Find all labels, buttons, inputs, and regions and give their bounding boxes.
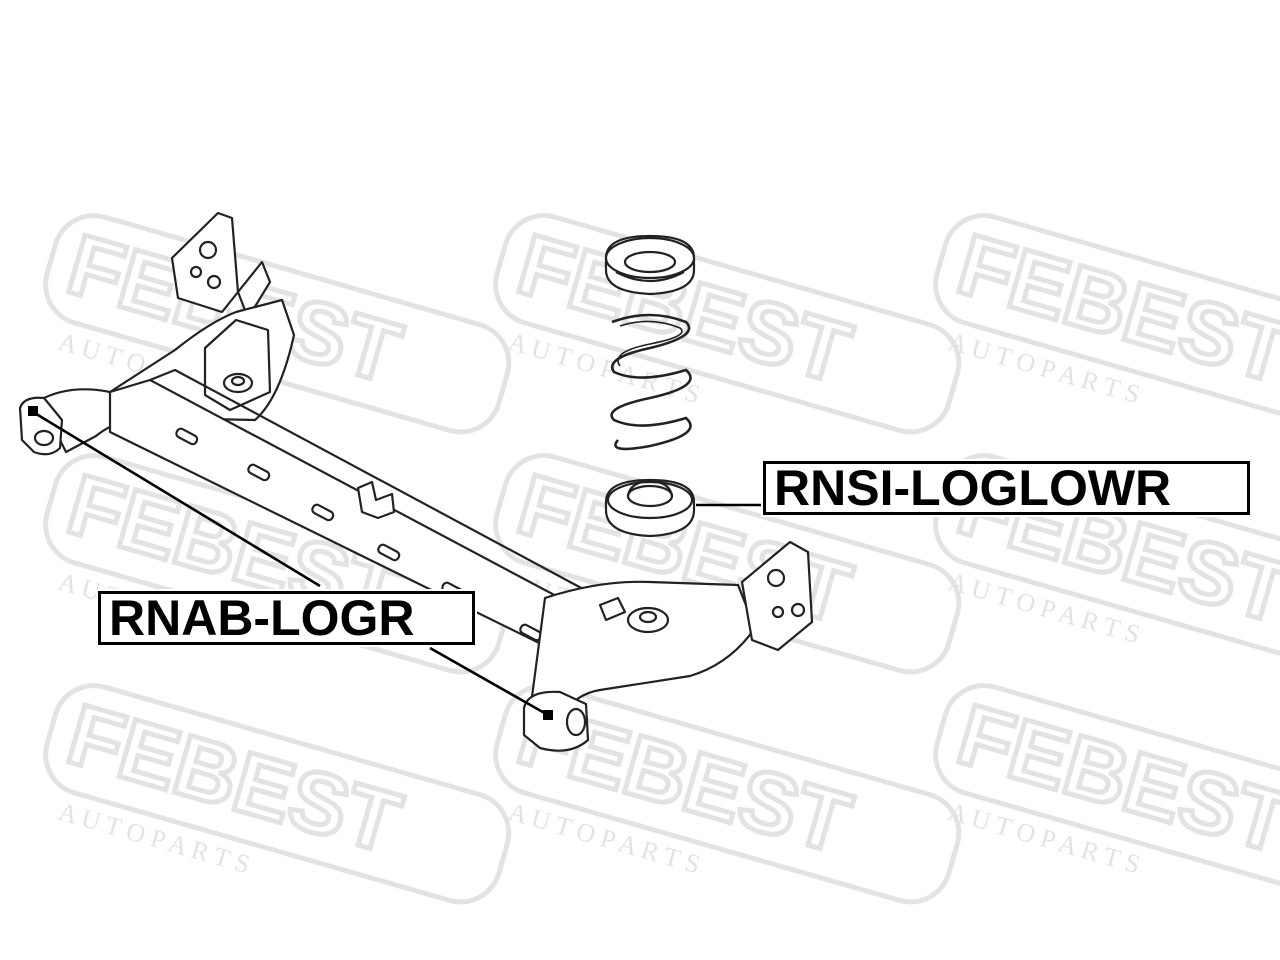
watermark-frame bbox=[493, 683, 962, 905]
coil-spring bbox=[610, 313, 692, 451]
watermark-frame bbox=[493, 213, 962, 435]
watermark-frame bbox=[933, 213, 1280, 435]
watermark-frame bbox=[43, 683, 512, 905]
watermark-brand: FEBEST bbox=[58, 686, 411, 872]
lower-spring-insulator bbox=[604, 478, 696, 538]
leader-endpoint-right-bushing bbox=[543, 710, 553, 720]
upper-spring-insulator bbox=[604, 234, 696, 296]
left-upper-bracket bbox=[170, 211, 240, 314]
leader-line-rnab-upper bbox=[32, 410, 321, 588]
watermark-frame bbox=[933, 683, 1280, 905]
right-upper-bracket bbox=[740, 540, 814, 652]
coil-spring-assembly bbox=[604, 234, 696, 538]
leader-lines bbox=[32, 410, 764, 717]
part-label-rnab-logr: RNAB-LOGR bbox=[96, 589, 477, 647]
rear-axle-beam bbox=[18, 211, 814, 752]
part-label-rnsi-loglowr: RNSI-LOGLOWR bbox=[761, 459, 1252, 517]
center-clip bbox=[356, 480, 396, 520]
right-bushing bbox=[522, 690, 590, 752]
leader-endpoint-left-bushing bbox=[28, 406, 38, 416]
leader-line-rnab-lower bbox=[429, 646, 549, 717]
